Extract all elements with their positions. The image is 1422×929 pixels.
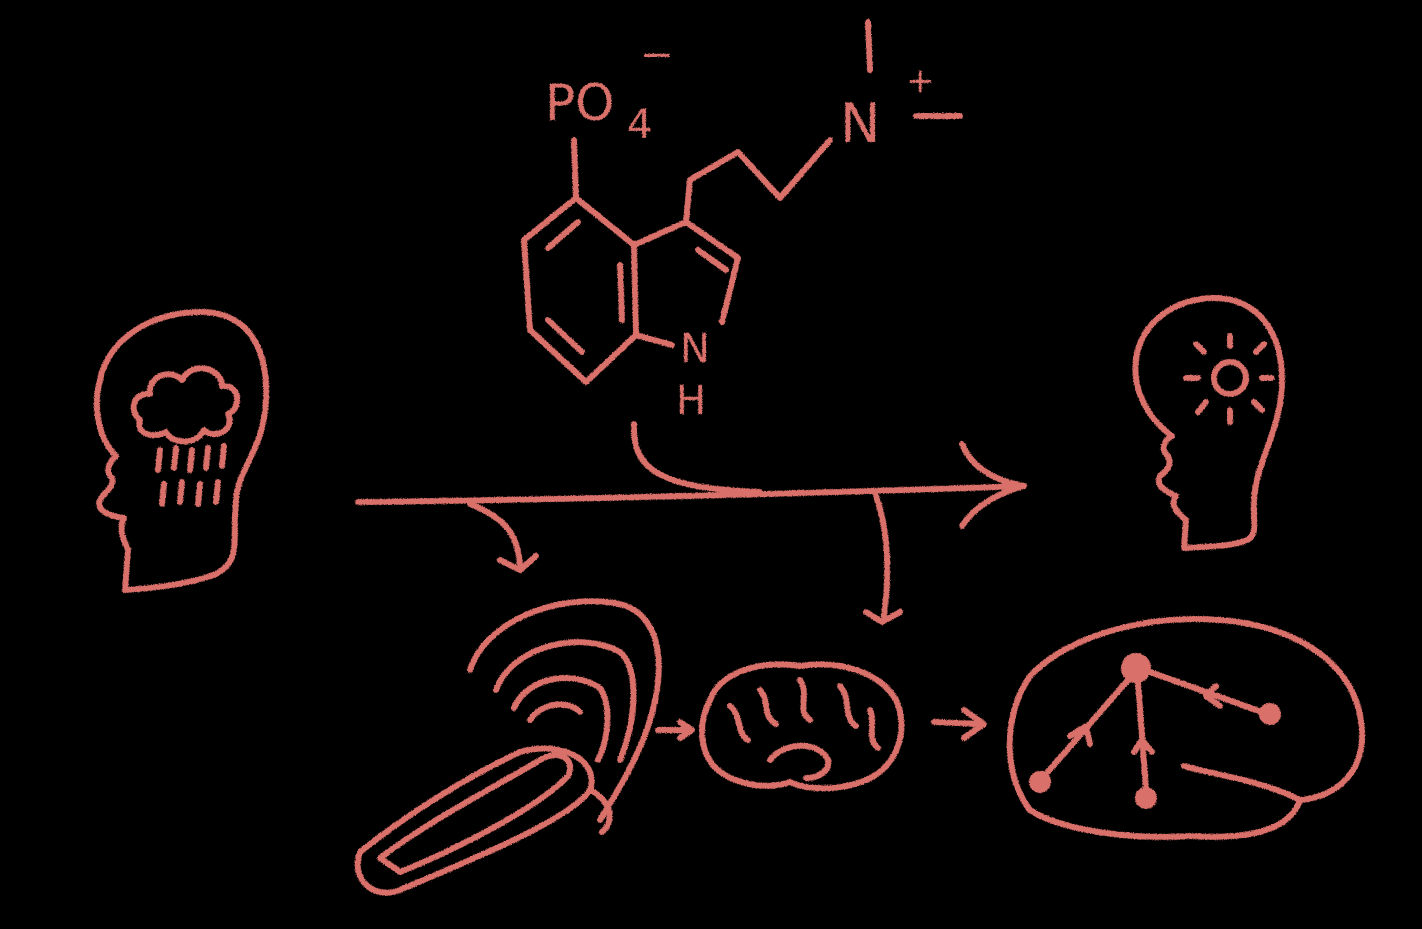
network-arrowhead-left xyxy=(1067,723,1093,747)
brain-fold-1 xyxy=(727,703,751,743)
rain-drops xyxy=(155,443,227,507)
head-raincloud-icon xyxy=(93,309,270,593)
raincloud-icon xyxy=(130,365,240,445)
phosphate-subscript: 4 xyxy=(627,102,652,148)
head-outline-right xyxy=(1132,295,1285,551)
phosphate-label: PO xyxy=(545,74,615,132)
brain-outline xyxy=(699,661,905,792)
scanner-ring-1 xyxy=(493,639,637,763)
network-node-left xyxy=(1029,771,1051,793)
branch-arrow-network xyxy=(863,493,903,625)
main-arrow-shaft xyxy=(355,483,1027,505)
amine-methyl-up xyxy=(865,19,873,73)
pyrrole-inner-bond xyxy=(695,247,729,273)
pyrrole-ring-lower xyxy=(633,332,675,348)
brain-network-icon xyxy=(1006,615,1366,840)
psilocybin-molecule: PO 4 − N H N xyxy=(521,19,963,424)
network-temporal-line xyxy=(1181,763,1303,803)
benzene-inner-bond-2 xyxy=(545,317,585,355)
scanner-outer xyxy=(467,598,662,823)
benzene-inner-bond-1 xyxy=(545,219,581,251)
network-arrowhead-right xyxy=(1203,683,1223,709)
ring-h-label: H xyxy=(676,378,706,424)
scanner-base xyxy=(587,787,613,835)
phosphate-bond xyxy=(571,137,579,201)
brain-fold-2 xyxy=(757,687,779,727)
molecule-to-arrow-curve xyxy=(630,421,763,495)
scanner-patient xyxy=(377,752,573,875)
arrow-brain-to-network xyxy=(931,707,987,741)
phosphate-charge: − xyxy=(640,32,674,78)
brain-icon xyxy=(699,661,905,792)
arrow-scanner-to-brain xyxy=(655,719,695,741)
network-arrowhead-bottom xyxy=(1131,737,1155,755)
benzene-inner-bond-3 xyxy=(617,262,625,323)
amine-label: N xyxy=(840,92,880,155)
scanner-ring-2 xyxy=(511,674,611,763)
scanner-ring-3 xyxy=(527,701,583,723)
main-arrow-head xyxy=(959,441,1027,529)
brain-fold-3 xyxy=(797,677,813,723)
brain-fold-4 xyxy=(837,683,859,729)
network-edge-bottom xyxy=(1135,679,1149,793)
ring-n-label: N xyxy=(680,326,710,372)
mri-scanner-icon xyxy=(354,598,662,896)
head-outline-left xyxy=(93,309,270,593)
brain-fold-5 xyxy=(867,707,881,751)
head-sun-icon xyxy=(1132,295,1285,551)
pyrrole-ring xyxy=(631,219,741,325)
sun-icon xyxy=(1211,359,1249,397)
network-brain-outline xyxy=(1006,615,1366,840)
amine-charge: + xyxy=(906,61,935,101)
main-arrow xyxy=(355,441,1027,529)
sun-rays xyxy=(1183,333,1275,425)
brain-temporal xyxy=(767,742,832,781)
branch-arrow-scanner xyxy=(467,501,539,573)
side-chain xyxy=(683,137,833,225)
scanner-bed xyxy=(354,745,595,896)
